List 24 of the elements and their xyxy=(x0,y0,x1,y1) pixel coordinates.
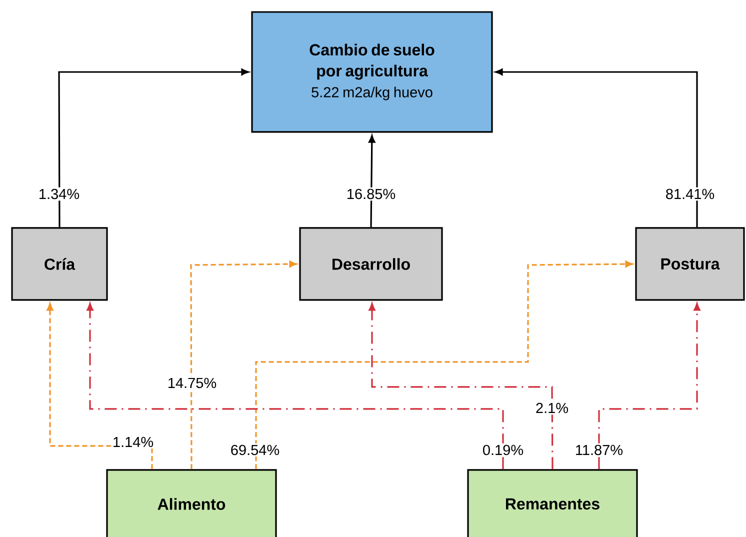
source-box: Remanentes xyxy=(467,469,638,537)
edge-label: 69.54% xyxy=(228,443,282,457)
arrow xyxy=(58,68,249,228)
arrow xyxy=(190,260,297,470)
arrow xyxy=(368,303,554,470)
arrow xyxy=(495,68,698,228)
edge-label: 2.1% xyxy=(534,401,570,415)
arrow xyxy=(255,260,633,470)
edge-label: 0.19% xyxy=(480,443,526,457)
edge-label: 81.41% xyxy=(664,187,716,201)
edge-label: 11.87% xyxy=(573,443,625,457)
arrow xyxy=(86,303,504,470)
stage-box: Desarrollo xyxy=(299,227,443,301)
target-box: Cambio de suelo por agricultura 5.22 m2a/kg huevo xyxy=(251,11,493,133)
arrow xyxy=(46,303,153,470)
edge-label: 1.14% xyxy=(110,435,156,449)
edge-label: 1.34% xyxy=(36,187,82,201)
source-box: Alimento xyxy=(106,469,277,537)
edge-label: 16.85% xyxy=(344,187,398,201)
stage-box: Postura xyxy=(635,227,745,301)
edge-label: 14.75% xyxy=(166,376,218,390)
arrow xyxy=(598,303,700,470)
arrow xyxy=(368,135,376,228)
stage-box: Cría xyxy=(11,227,108,301)
